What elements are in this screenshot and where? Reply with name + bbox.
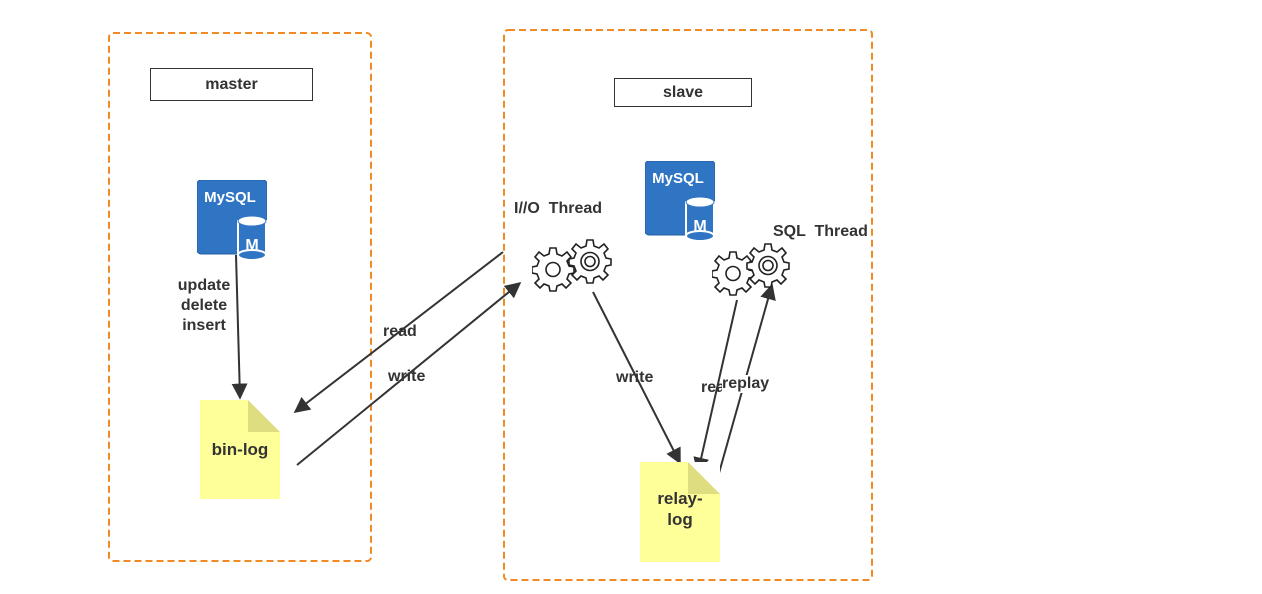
arrow-write-relay	[592, 291, 681, 465]
master-title: master	[150, 68, 313, 101]
edge-label-read-binlog: read	[383, 323, 417, 340]
binlog-note: bin-log	[200, 400, 280, 499]
op-update: update	[177, 277, 231, 294]
sql-thread-gears-icon	[712, 243, 790, 296]
svg-text:M: M	[245, 237, 258, 254]
edge-label-read-relay: rea	[701, 379, 726, 396]
master-operations: update delete insert	[172, 276, 236, 336]
arrow-read-binlog	[293, 251, 504, 413]
svg-text:MySQL: MySQL	[652, 170, 704, 187]
edge-label-write-relay: write	[616, 369, 654, 386]
io-thread-gears-icon	[532, 239, 612, 292]
svg-text:M: M	[693, 218, 706, 235]
sql-thread-label: SQL Thread	[773, 223, 868, 240]
op-delete: delete	[180, 297, 228, 314]
relay-log-label-line1: relay-	[657, 489, 703, 508]
arrow-read-relay	[693, 299, 738, 474]
slave-group-border	[503, 29, 873, 581]
io-thread-label: I//O Thread	[514, 200, 603, 217]
master-mysql-icon: MySQL M	[197, 180, 267, 260]
master-group-border	[108, 32, 372, 562]
binlog-label: bin-log	[211, 439, 269, 459]
arrow-write-io	[296, 281, 522, 466]
edge-label-replay: replay	[722, 375, 770, 393]
slave-mysql-icon: MySQL M	[645, 161, 715, 241]
slave-title: slave	[614, 78, 752, 107]
relay-log-label-line2: log	[667, 510, 693, 529]
edge-label-write-io: write	[388, 368, 426, 385]
arrow-db-to-binlog	[231, 254, 248, 400]
svg-text:MySQL: MySQL	[204, 189, 256, 206]
op-insert: insert	[182, 317, 226, 334]
relay-log-note: relay- log	[640, 462, 720, 562]
